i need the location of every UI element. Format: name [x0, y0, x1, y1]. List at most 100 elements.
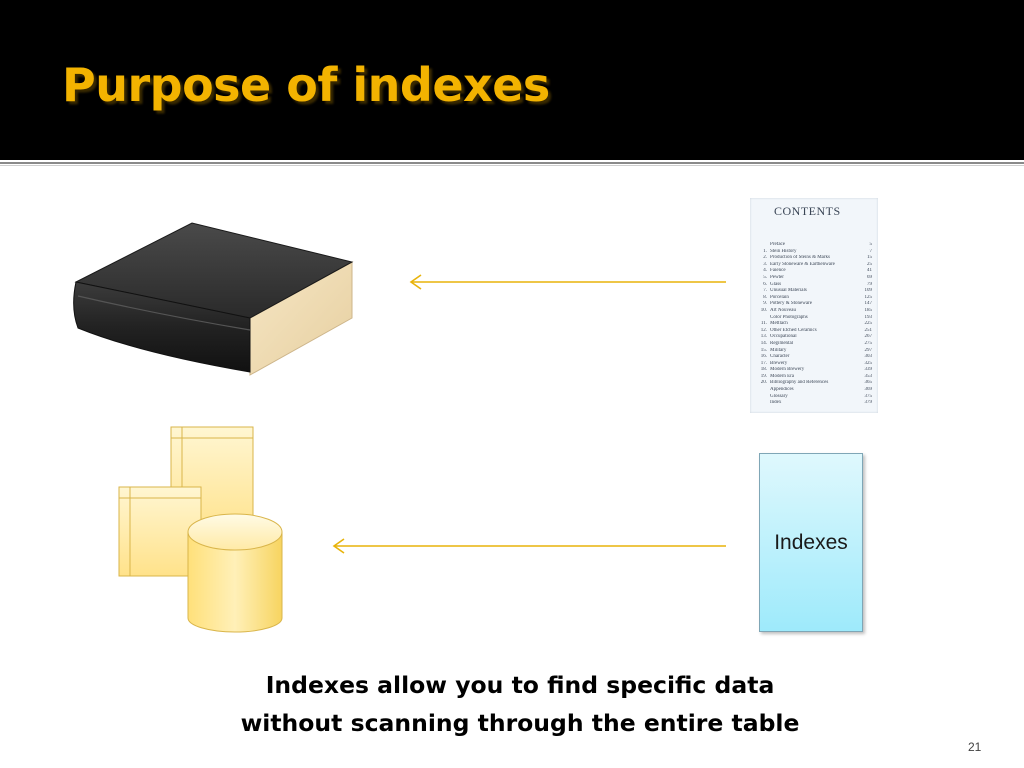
caption-line-1: Indexes allow you to find specific data: [265, 671, 775, 699]
contents-entry: 9.Pottery & Stoneware 147: [756, 301, 872, 308]
contents-entry-title: Pottery & Stoneware: [770, 301, 812, 307]
contents-entry-page: 325: [864, 360, 873, 366]
contents-entry-page: 15: [867, 255, 872, 261]
contents-entry: 17.Brewery 325: [756, 361, 872, 368]
contents-entry-number: 2.: [763, 255, 767, 261]
contents-entry-title: Occupational: [770, 334, 797, 340]
slide-title: Purpose of indexes: [62, 58, 550, 112]
contents-entry-title: Pewter: [770, 274, 784, 280]
contents-entry: 4.Faience 41: [756, 268, 872, 275]
contents-entry-page: 251: [864, 327, 873, 333]
contents-entry-page: 79: [867, 281, 872, 287]
contents-entry-page: 109: [864, 288, 873, 294]
contents-entry-title: Modern Brewery: [770, 367, 805, 373]
header-divider: [0, 162, 1024, 164]
database-tables-icon: [118, 426, 283, 633]
contents-entry: 12.Other Etched Ceramics 251: [756, 328, 872, 335]
contents-entry: 10.Art Nouveau 185: [756, 308, 872, 315]
contents-entry-number: 6.: [763, 281, 767, 287]
contents-entry-number: 8.: [763, 294, 767, 300]
contents-entry-page: 339: [864, 367, 873, 373]
contents-entry: 11.Mettlach 225: [756, 321, 872, 328]
contents-entry-page: 7: [869, 248, 873, 254]
contents-entry-number: 7.: [763, 288, 767, 294]
contents-entry: Index 379: [756, 400, 872, 407]
contents-entry: 14.Regimental 275: [756, 341, 872, 348]
indexes-box: Indexes: [759, 453, 863, 632]
contents-entry-title: Color Photographs: [770, 314, 808, 320]
contents-entry-number: 10.: [760, 307, 767, 313]
contents-entry-number: 12.: [760, 327, 767, 333]
contents-entry-title: Porcelain: [770, 294, 789, 300]
contents-entry-title: Military: [770, 347, 787, 353]
contents-entry: 2.Production of Steins & Marks 15: [756, 255, 872, 262]
contents-heading: CONTENTS: [774, 204, 841, 218]
contents-entry-page: 147: [864, 301, 873, 307]
contents-entry-number: [756, 242, 770, 249]
contents-entry-number: [756, 315, 770, 322]
contents-entry-number: 5.: [763, 274, 767, 280]
contents-entry-number: [756, 387, 770, 394]
contents-entry-page: 379: [864, 400, 873, 406]
slide-number: 21: [968, 740, 982, 754]
contents-entry-title: Unusual Materials: [770, 288, 807, 294]
arrow-to-book: [409, 274, 726, 290]
contents-entry-page: 297: [864, 347, 873, 353]
contents-entry-title: Bibliography and References: [770, 380, 829, 386]
contents-entry-title: Stein History: [770, 248, 797, 254]
contents-entry: 18.Modern Brewery 339: [756, 367, 872, 374]
contents-entry-number: [756, 400, 770, 407]
book-icon: [73, 222, 354, 376]
contents-entry-number: [756, 394, 770, 401]
contents-entry-number: 14.: [760, 340, 767, 346]
contents-entry-title: Glass: [770, 281, 782, 287]
contents-entry-title: Index: [770, 400, 782, 406]
contents-entry-title: Production of Steins & Marks: [770, 255, 830, 261]
contents-entry-title: Brewery: [770, 360, 788, 366]
contents-entry-page: 41: [867, 268, 872, 274]
indexes-label: Indexes: [774, 530, 848, 554]
header-divider-light: [0, 165, 1024, 166]
contents-entry-number: 9.: [763, 301, 767, 307]
contents-entry-page: 5: [869, 242, 873, 247]
contents-entry-number: 18.: [760, 367, 767, 373]
contents-entry-title: Glossary: [770, 393, 788, 399]
contents-entry-page: 275: [864, 340, 873, 346]
contents-entry-number: 17.: [760, 360, 767, 366]
contents-entry-title: Regimental: [770, 340, 794, 346]
contents-entry: 6.Glass 79: [756, 282, 872, 289]
contents-entry-title: Faience: [770, 268, 786, 274]
contents-entry-number: 15.: [760, 347, 767, 353]
contents-entry: 16.Character 303: [756, 354, 872, 361]
contents-entry-page: 365: [864, 380, 873, 386]
contents-entry-number: 11.: [760, 321, 767, 327]
contents-entry-title: Character: [770, 354, 790, 360]
contents-entry-page: 185: [864, 307, 873, 313]
contents-entry-number: 3.: [763, 261, 767, 267]
contents-entry-number: 13.: [760, 334, 767, 340]
caption-line-2: without scanning through the entire tabl…: [240, 709, 800, 737]
contents-entry: 20.Bibliography and References 365: [756, 380, 872, 387]
contents-entry-page: 353: [864, 373, 873, 379]
contents-entry-page: 193: [864, 314, 873, 320]
contents-entry-title: Early Stoneware & Earthenware: [770, 261, 835, 267]
contents-entry-title: Art Nouveau: [770, 307, 796, 313]
contents-entry-number: 4.: [763, 268, 767, 274]
contents-entry-page: 303: [864, 354, 873, 360]
contents-entry-page: 225: [864, 321, 873, 327]
contents-entry-title: Other Etched Ceramics: [770, 327, 817, 333]
contents-entry-title: Mettlach: [770, 321, 788, 327]
contents-entry-page: 69: [867, 274, 872, 280]
contents-entry-number: 20.: [760, 380, 767, 386]
contents-entry-number: 16.: [760, 354, 767, 360]
contents-entry-number: 19.: [760, 373, 767, 379]
contents-entry-page: 369: [864, 387, 873, 393]
